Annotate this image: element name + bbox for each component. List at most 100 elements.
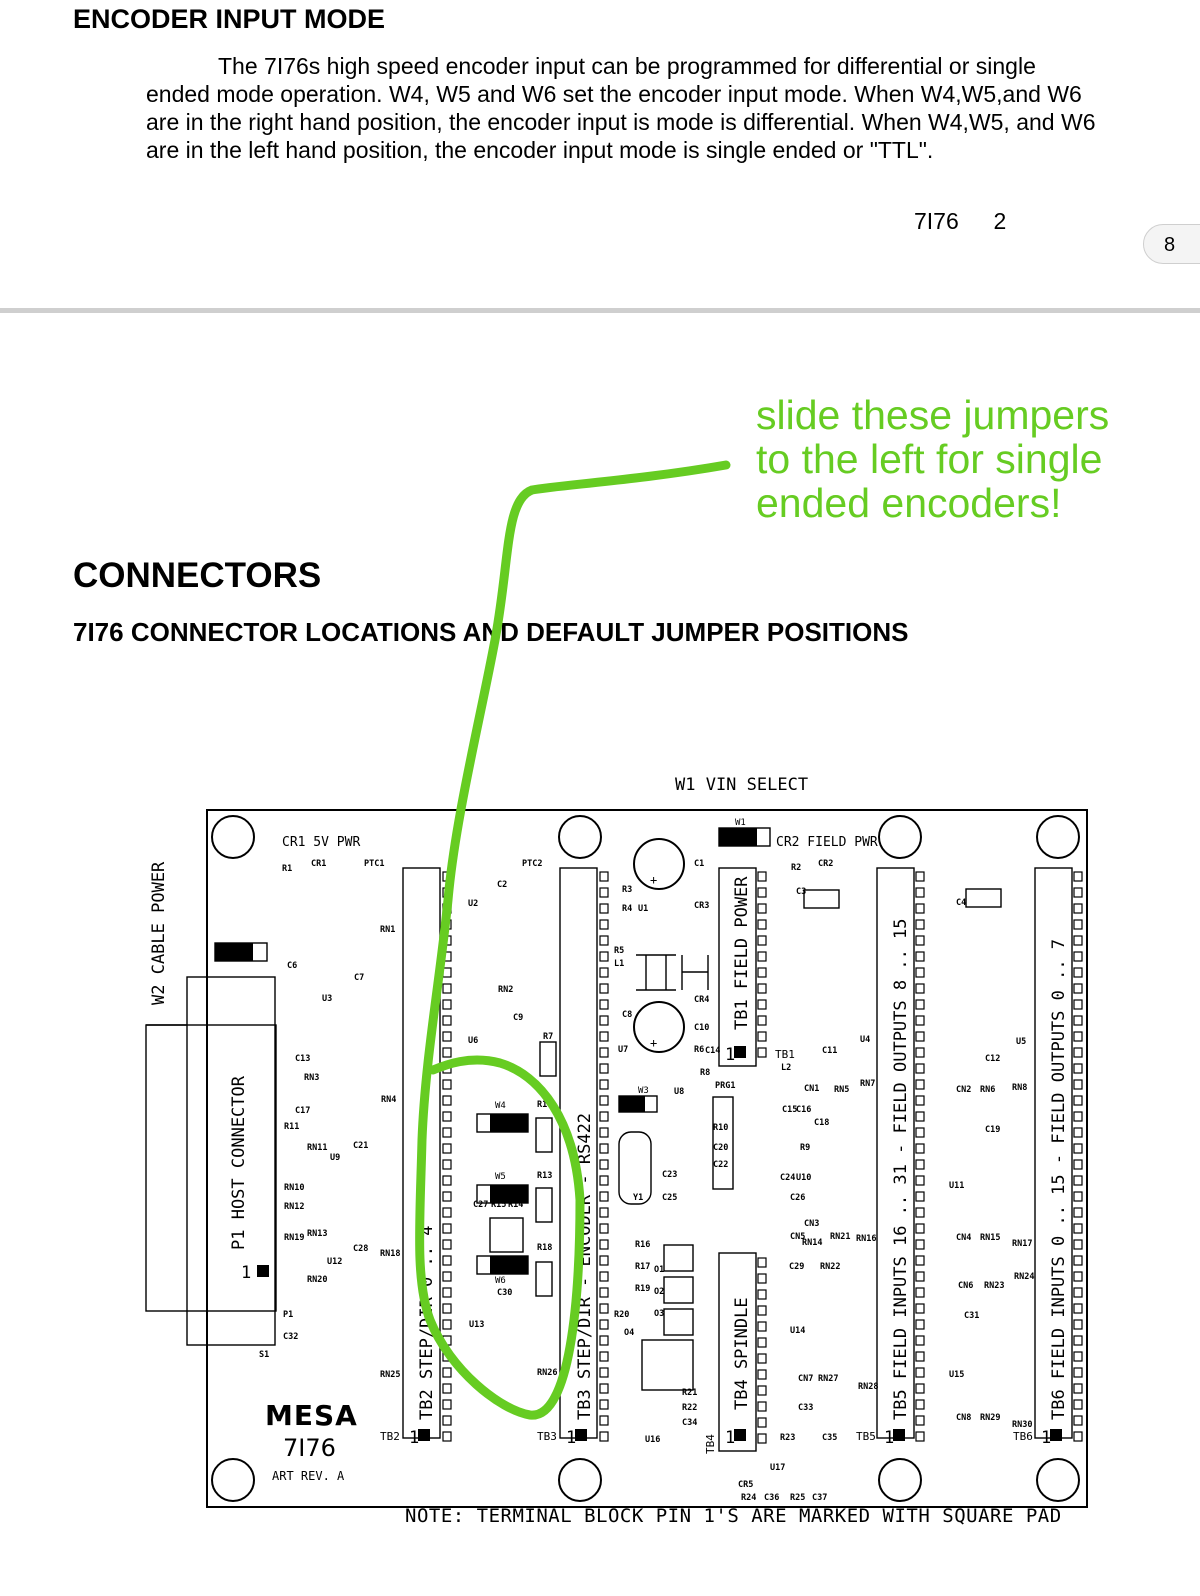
tb3-pin1-pad [575, 1429, 587, 1441]
r13-array [535, 1187, 553, 1223]
component-label: U15 [949, 1370, 964, 1380]
l1-inductor [636, 954, 676, 991]
component-label: RN20 [307, 1275, 327, 1285]
component-label: C25 [662, 1193, 677, 1203]
terminal-pad [757, 1015, 767, 1026]
component-label: R1 [537, 1100, 547, 1110]
component-label: PTC2 [522, 859, 542, 869]
terminal-pad [757, 951, 767, 962]
terminal-pad [599, 1271, 609, 1282]
terminal-pad [1073, 983, 1083, 994]
component-label: C26 [790, 1193, 805, 1203]
terminal-pad [915, 1335, 925, 1346]
mounting-hole [878, 815, 922, 859]
terminal-pad [1073, 1063, 1083, 1074]
terminal-pad [915, 903, 925, 914]
art-rev-label: ART REV. A [272, 1469, 345, 1483]
component-label: O2 [654, 1287, 664, 1297]
terminal-pad [915, 887, 925, 898]
terminal-pad [442, 1015, 452, 1026]
component-label: C16 [796, 1105, 811, 1115]
footer-page-number: 2 [993, 208, 1007, 234]
component-label: L1 [614, 959, 624, 969]
terminal-pad [915, 1095, 925, 1106]
component-label: R9 [800, 1143, 810, 1153]
p1-host-connector [145, 1024, 277, 1312]
tb3-pin1: 1 [566, 1428, 576, 1448]
terminal-pad [915, 967, 925, 978]
component-label: CR1 [311, 859, 326, 869]
terminal-pad [1073, 1143, 1083, 1154]
component-label: R24 [741, 1493, 756, 1503]
component-label: CN1 [804, 1084, 819, 1094]
terminal-pad [915, 1111, 925, 1122]
tb4-pin1-pad [734, 1429, 746, 1441]
component-label: C3 [796, 887, 806, 897]
component-label: C31 [964, 1311, 979, 1321]
component-label: RN30 [1012, 1420, 1032, 1430]
tb1-pin1-pad [734, 1046, 746, 1058]
component-label: C24 [780, 1173, 795, 1183]
tb6-label: TB6 FIELD INPUTS 0 .. 15 - FIELD OUTPUTS… [1049, 939, 1069, 1420]
terminal-pad [915, 1127, 925, 1138]
terminal-pad [757, 1321, 767, 1332]
component-label: CR5 [738, 1480, 753, 1490]
component-label: R10 [713, 1123, 728, 1133]
terminal-pad [1073, 903, 1083, 914]
terminal-pad [442, 1143, 452, 1154]
component-label: R1 [282, 864, 292, 874]
terminal-pad [1073, 1159, 1083, 1170]
tb5-name: TB5 [856, 1430, 876, 1443]
terminal-pad [757, 1257, 767, 1268]
component-label: U6 [468, 1036, 478, 1046]
terminal-pad [1073, 1191, 1083, 1202]
svg-text:+: + [650, 873, 657, 887]
component-label: RN18 [380, 1249, 400, 1259]
component-label: C6 [287, 961, 297, 971]
terminal-pad [442, 1223, 452, 1234]
terminal-pad [442, 1095, 452, 1106]
component-label: U13 [469, 1320, 484, 1330]
terminal-pad [599, 1367, 609, 1378]
component-label: R6 [694, 1045, 704, 1055]
component-label: C18 [814, 1118, 829, 1128]
annotation-line: to the left for single [756, 436, 1103, 482]
page-separator [0, 308, 1200, 313]
y1-crystal [618, 1131, 652, 1205]
component-label: RN14 [802, 1238, 822, 1248]
terminal-pad [599, 999, 609, 1010]
tb1-name: TB1 [775, 1048, 795, 1061]
component-label: U3 [322, 994, 332, 1004]
page-number-badge[interactable]: 8 [1143, 224, 1200, 264]
terminal-pad [1073, 1255, 1083, 1266]
terminal-pad [599, 1095, 609, 1106]
terminal-pad [599, 1319, 609, 1330]
terminal-pad [915, 1319, 925, 1330]
terminal-pad [757, 1353, 767, 1364]
terminal-pad [915, 1175, 925, 1186]
component-label: U8 [674, 1087, 684, 1097]
component-label: CN6 [958, 1281, 973, 1291]
terminal-pad [915, 1047, 925, 1058]
component-label: C35 [822, 1433, 837, 1443]
annotation-note: slide these jumpers to the left for sing… [756, 393, 1109, 525]
terminal-pad [599, 1175, 609, 1186]
prg1-chip [712, 1096, 734, 1190]
terminal-pad [757, 1401, 767, 1412]
w1-name: W1 [735, 818, 746, 828]
component-label: RN7 [860, 1079, 875, 1089]
component-label: RN11 [307, 1143, 327, 1153]
terminal-pad [599, 1111, 609, 1122]
tb1-label: TB1 FIELD POWER [732, 876, 752, 1030]
component-label: RN4 [381, 1095, 396, 1105]
component-label: U10 [796, 1173, 811, 1183]
terminal-pad [442, 1031, 452, 1042]
terminal-pad [599, 1127, 609, 1138]
terminal-pad [757, 1433, 767, 1444]
component-label: R20 [614, 1310, 629, 1320]
terminal-pad [915, 1303, 925, 1314]
tb4-label: TB4 SPINDLE [732, 1297, 752, 1410]
w5-name: W5 [495, 1172, 506, 1182]
component-label: RN8 [1012, 1083, 1027, 1093]
tb4-terminal-block [718, 1252, 757, 1452]
